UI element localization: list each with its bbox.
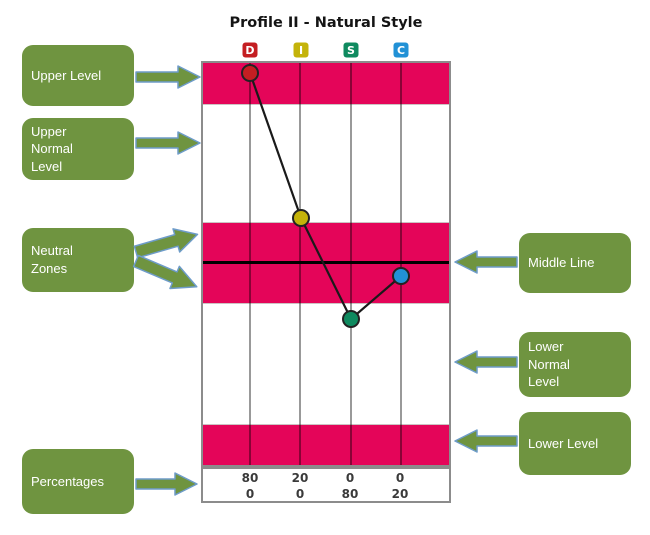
column-header-box (242, 42, 258, 58)
callout-lower-normal-level: Lower Normal Level (519, 332, 631, 397)
band-lower-level (203, 424, 449, 465)
percent-lower-s: 80 (341, 487, 359, 501)
point-c (392, 267, 410, 285)
callout-middle-line: Middle Line (519, 233, 631, 293)
arrow-lower-normal-level-icon (454, 350, 518, 374)
callout-label: Neutral Zones (31, 243, 73, 276)
column-header-i: I (293, 42, 309, 58)
percent-upper-c: 0 (395, 471, 405, 485)
arrow-upper-level-icon (135, 65, 201, 89)
callout-label: Upper Normal Level (31, 123, 73, 174)
point-i (292, 209, 310, 227)
middle-line (203, 261, 449, 264)
arrow-percentages-icon (135, 472, 198, 496)
gridline-i (299, 63, 301, 465)
percent-upper-s: 0 (345, 471, 355, 485)
column-header-c: C (393, 42, 409, 58)
callout-neutral-zones: Neutral Zones (22, 228, 134, 292)
gridline-s (350, 63, 352, 465)
column-header-letter: S (347, 44, 355, 57)
gridline-d (249, 63, 251, 465)
callout-label: Lower Level (528, 435, 599, 451)
percent-upper-i: 20 (291, 471, 309, 485)
column-header-s: S (343, 42, 359, 58)
arrow-neutral-zone-upper-icon (133, 228, 199, 259)
percent-lower-c: 20 (391, 487, 409, 501)
arrow-lower-level-icon (454, 429, 518, 453)
point-s (342, 310, 360, 328)
percent-lower-i: 0 (295, 487, 305, 501)
callout-label: Upper Level (31, 67, 102, 83)
page-title: Profile II - Natural Style (229, 15, 423, 31)
profile-plot (241, 64, 410, 328)
profile-polyline (248, 72, 402, 321)
callout-lower-level: Lower Level (519, 412, 631, 475)
callout-label: Lower Normal Level (528, 339, 570, 390)
column-header-letter: I (299, 44, 303, 57)
arrow-neutral-zone-lower-icon (132, 254, 198, 290)
gridline-c (400, 63, 402, 465)
column-header-letter: C (397, 44, 405, 57)
callout-label: Middle Line (528, 255, 595, 271)
callout-upper-normal-level: Upper Normal Level (22, 118, 134, 180)
arrow-upper-normal-level-icon (135, 131, 201, 155)
column-header-box (343, 42, 359, 58)
percentages-table: 80 20 0 0 0 0 80 20 (201, 467, 451, 503)
point-d (241, 64, 259, 82)
percent-upper-d: 80 (241, 471, 259, 485)
column-header-box (393, 42, 409, 58)
callout-label: Percentages (31, 473, 104, 489)
column-header-letter: D (245, 44, 254, 57)
percent-lower-d: 0 (245, 487, 255, 501)
column-header-d: D (242, 42, 258, 58)
arrow-middle-line-icon (454, 250, 518, 274)
callout-upper-level: Upper Level (22, 45, 134, 106)
callout-percentages: Percentages (22, 449, 134, 514)
profile-graph (201, 61, 451, 467)
column-header-box (293, 42, 309, 58)
